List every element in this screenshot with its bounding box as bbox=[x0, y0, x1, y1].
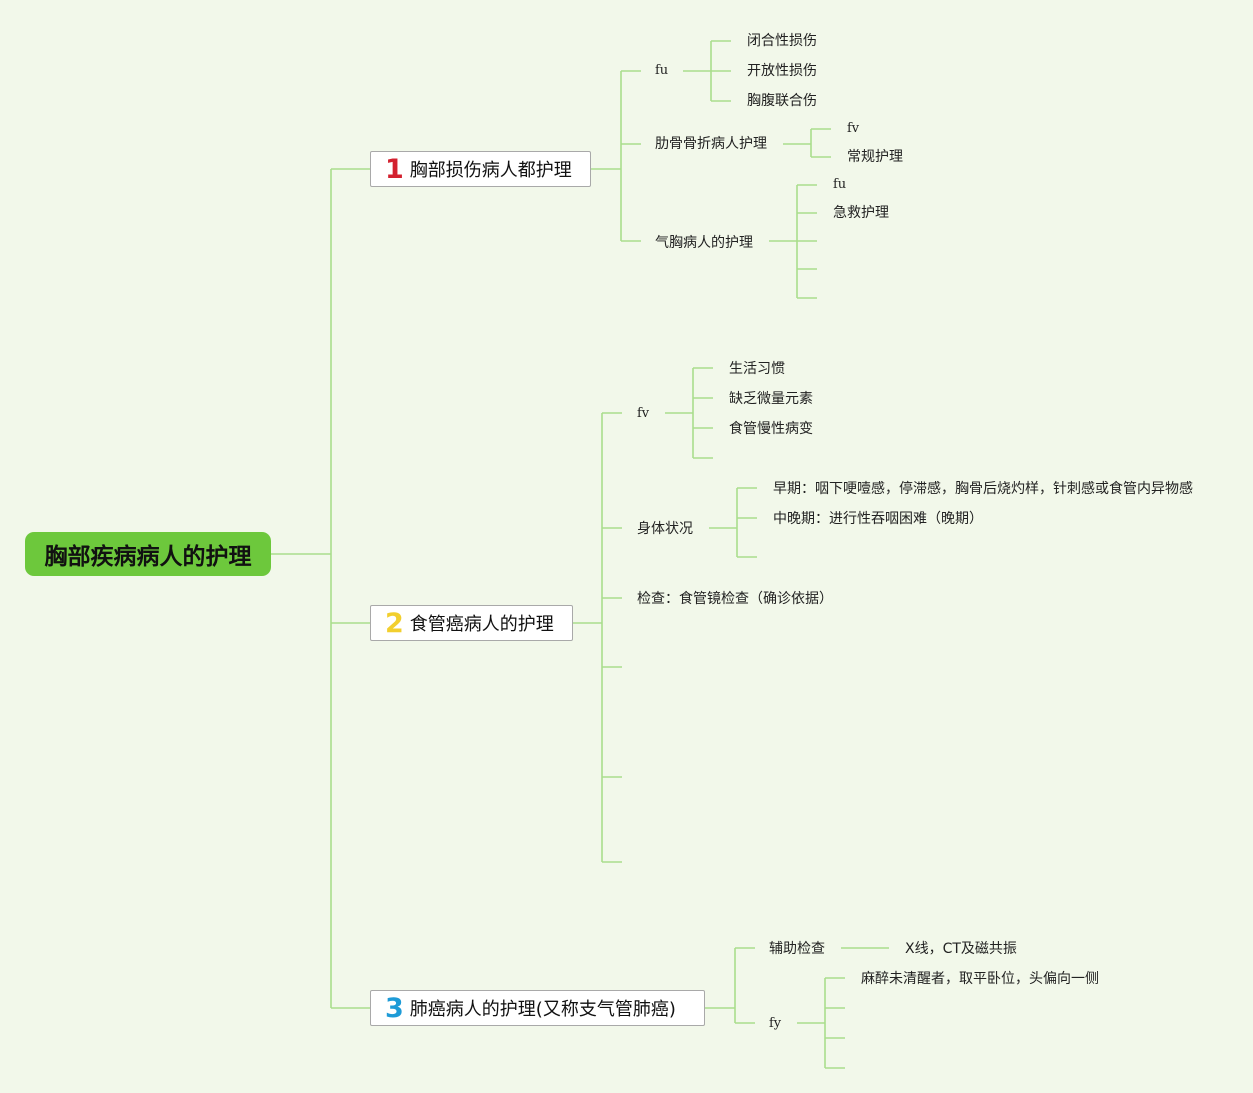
leaf-late-stage[interactable]: 中晚期：进行性吞咽困难（晚期） bbox=[773, 511, 983, 527]
leaf-chronic-lesion[interactable]: 食管慢性病变 bbox=[729, 421, 813, 437]
subtopic-classification[interactable]: fu bbox=[655, 63, 669, 78]
subtopic-auxiliary-exam[interactable]: 辅助检查 bbox=[769, 941, 825, 957]
subtopic-causes[interactable]: fv bbox=[637, 406, 650, 421]
leaf-early-stage[interactable]: 早期：咽下哽噎感，停滞感，胸骨后烧灼样，针刺感或食管内异物感 bbox=[773, 481, 1193, 497]
subtopic-rib-fracture[interactable]: 肋骨骨折病人护理 bbox=[655, 136, 767, 152]
leaf-anesthesia-position[interactable]: 麻醉未清醒者，取平卧位，头偏向一侧 bbox=[861, 971, 1099, 987]
leaf-thoracoabdominal-injury[interactable]: 胸腹联合伤 bbox=[747, 93, 817, 109]
leaf-imaging[interactable]: X线，CT及磁共振 bbox=[905, 941, 1017, 957]
subtopic-pneumothorax[interactable]: 气胸病人的护理 bbox=[655, 235, 753, 251]
root-topic-label: 胸部疾病病人的护理 bbox=[44, 544, 252, 570]
root-topic[interactable]: 胸部疾病病人的护理 bbox=[25, 532, 271, 576]
leaf-routine-care[interactable]: 常规护理 bbox=[847, 149, 903, 165]
number-badge-3: 3 bbox=[385, 992, 404, 1024]
topic-label: 食管癌病人的护理 bbox=[409, 614, 554, 635]
topic-label: 肺癌病人的护理(又称支气管肺癌) bbox=[409, 999, 676, 1020]
leaf-rib-fv[interactable]: fv bbox=[847, 121, 860, 136]
topic-label: 胸部损伤病人都护理 bbox=[409, 160, 572, 181]
leaf-open-injury[interactable]: 开放性损伤 bbox=[747, 63, 817, 79]
topic-chest-injury[interactable]: 1 胸部损伤病人都护理 bbox=[370, 151, 591, 187]
leaf-first-aid[interactable]: 急救护理 bbox=[833, 205, 889, 221]
subtopic-fy[interactable]: fy bbox=[769, 1016, 782, 1031]
leaf-closed-injury[interactable]: 闭合性损伤 bbox=[747, 33, 817, 49]
subtopic-physical-status[interactable]: 身体状况 bbox=[637, 521, 693, 537]
leaf-pneumo-fu[interactable]: fu bbox=[833, 177, 847, 192]
topic-lung-cancer[interactable]: 3 肺癌病人的护理(又称支气管肺癌) bbox=[370, 990, 705, 1026]
number-badge-2: 2 bbox=[385, 607, 404, 639]
topic-esophageal-cancer[interactable]: 2 食管癌病人的护理 bbox=[370, 605, 573, 641]
leaf-trace-elements[interactable]: 缺乏微量元素 bbox=[729, 391, 813, 407]
number-badge-1: 1 bbox=[385, 153, 404, 185]
leaf-habits[interactable]: 生活习惯 bbox=[729, 361, 785, 377]
subtopic-examination[interactable]: 检查：食管镜检查（确诊依据） bbox=[637, 591, 833, 607]
